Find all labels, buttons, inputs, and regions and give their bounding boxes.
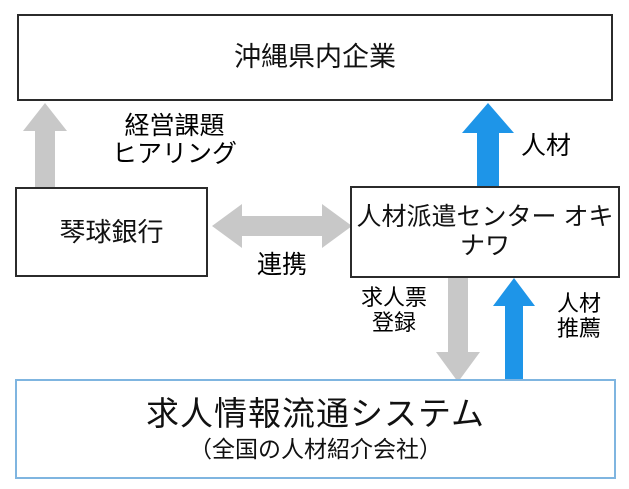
arrow-label-cooperation: 連携 <box>256 251 307 279</box>
arrow-up-blue-system-to-center <box>492 276 536 384</box>
arrow-label-job-posting-registration: 求人票 登録 <box>360 285 427 335</box>
arrow-label-talent-top: 人材 <box>521 132 572 160</box>
box-hr-dispatch-center-okinawa: 人材派遣センター オキナワ <box>350 186 620 278</box>
arrow-label-talent-recommendation: 人材 推薦 <box>556 291 601 341</box>
arrow-bidirectional-gray-bank-center <box>210 202 354 250</box>
box-bank-of-the-ryukyus: 琴球銀行 <box>15 187 208 277</box>
arrow-up-gray-bank-to-companies <box>22 101 68 193</box>
box-system-label-main: 求人情報流通システム <box>145 394 485 432</box>
box-okinawa-companies-label: 沖縄県内企業 <box>234 41 396 72</box>
arrow-down-gray-center-to-system <box>435 276 481 384</box>
arrow-label-management-hearing: 経営課題 ヒアリング <box>111 112 237 168</box>
box-bank-label: 琴球銀行 <box>59 216 164 247</box>
arrow-up-blue-center-to-companies <box>461 101 515 191</box>
box-hr-center-label: 人材派遣センター オキナワ <box>356 202 614 261</box>
box-job-info-distribution-system: 求人情報流通システム （全国の人材紹介会社） <box>15 379 616 479</box>
box-okinawa-companies: 沖縄県内企業 <box>17 14 613 101</box>
box-system-label-sub: （全国の人材紹介会社） <box>189 435 442 462</box>
